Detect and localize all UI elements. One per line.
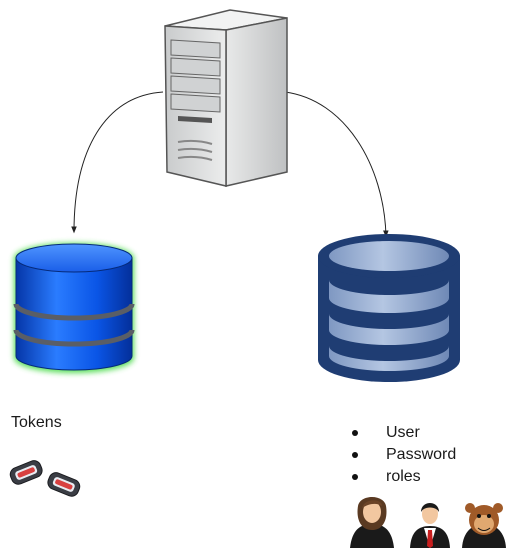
list-item: User <box>352 422 456 444</box>
token-database-icon <box>13 243 135 373</box>
user-avatar-icon <box>462 503 506 548</box>
list-item: roles <box>352 466 456 488</box>
token-icon <box>9 460 43 485</box>
server-icon <box>164 9 288 187</box>
user-fields-list: User Password roles <box>352 422 456 488</box>
list-item: Password <box>352 444 456 466</box>
user-avatar-icon <box>410 503 450 548</box>
token-icon <box>47 472 81 497</box>
user-database-icon <box>318 234 460 382</box>
user-avatar-icon <box>350 497 394 548</box>
connector-server-to-users <box>284 91 389 238</box>
connector-server-to-tokens <box>71 91 164 234</box>
tokens-label: Tokens <box>11 414 62 431</box>
